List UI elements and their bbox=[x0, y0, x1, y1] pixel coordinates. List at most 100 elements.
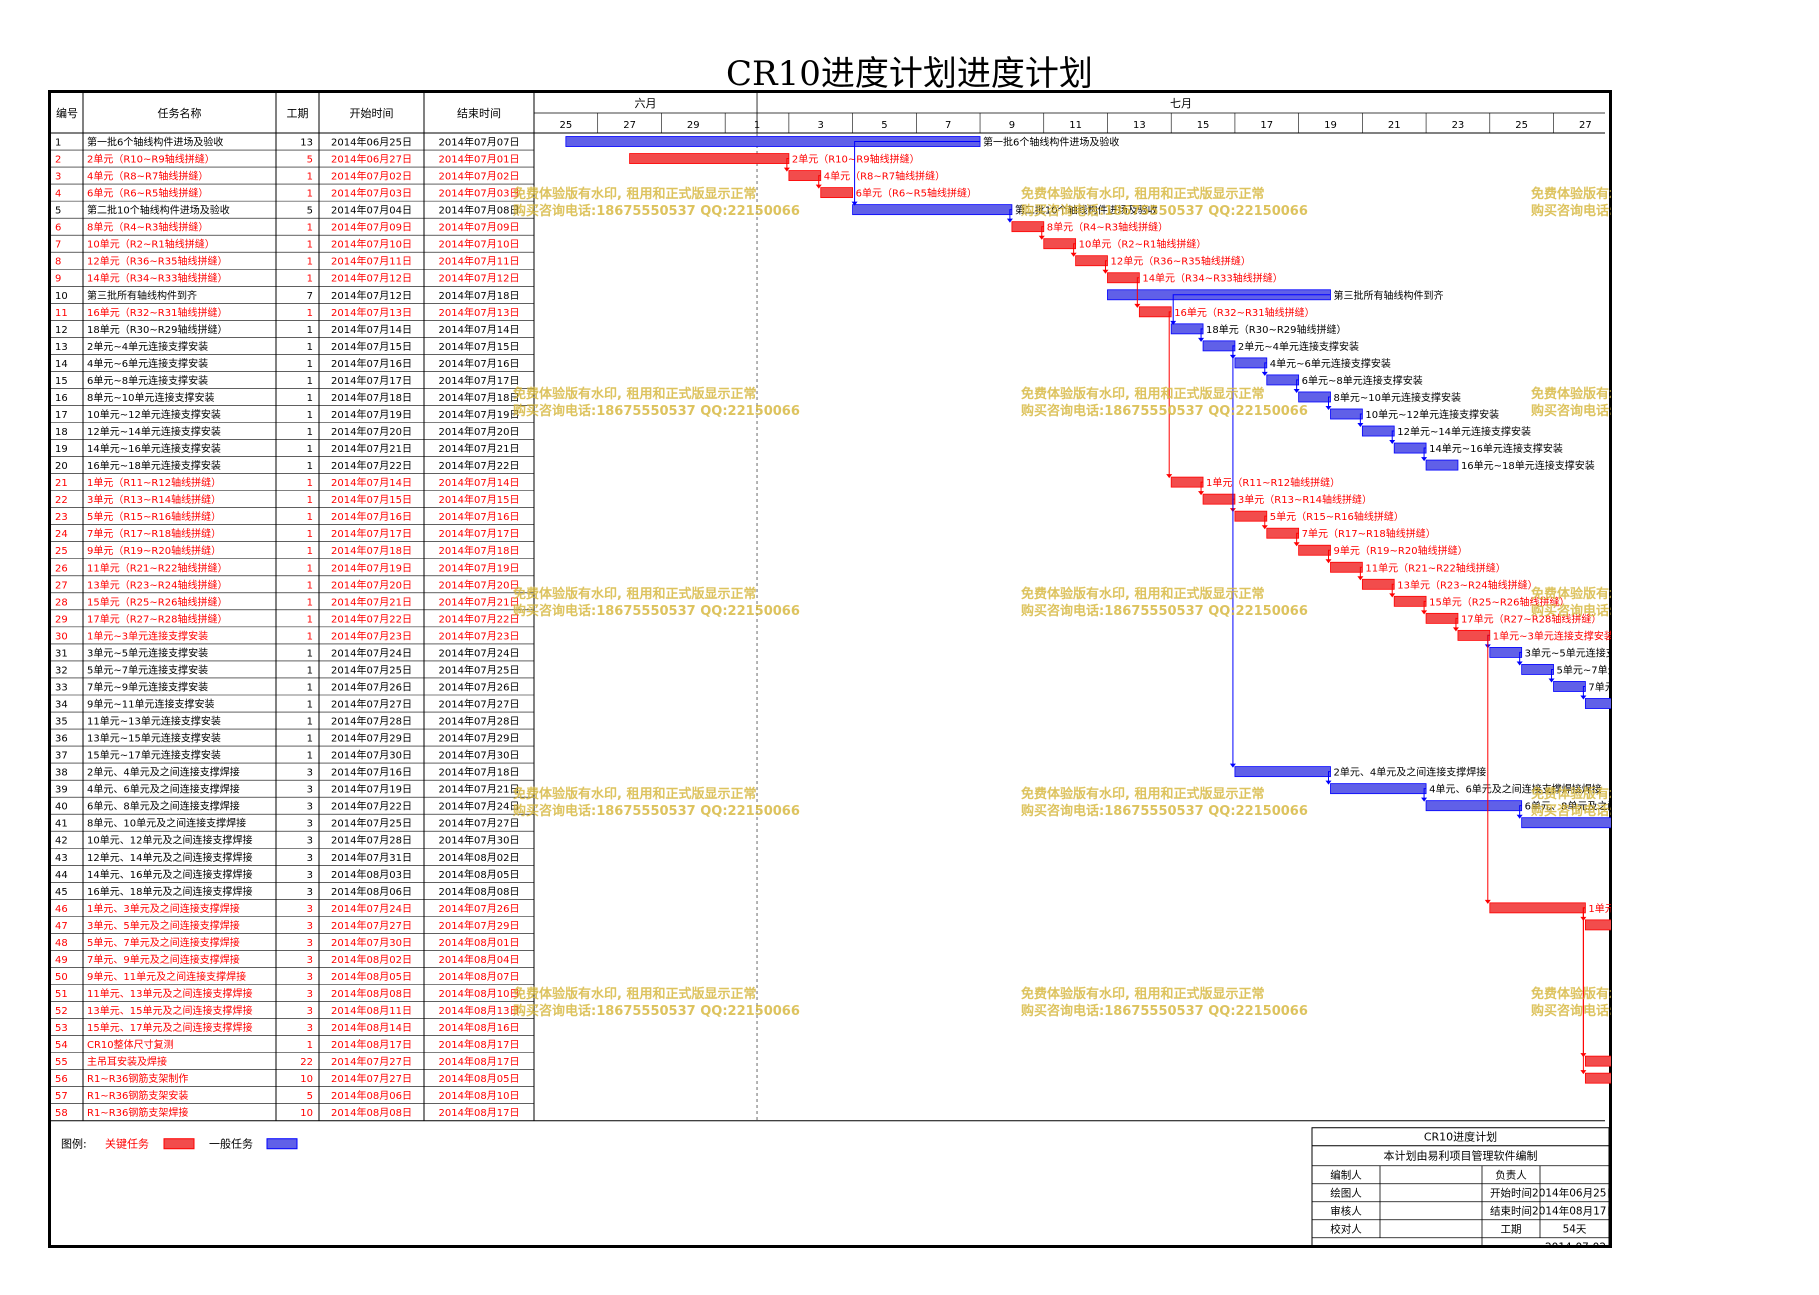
table-cell-end: 2014年07月21日 bbox=[439, 442, 520, 455]
gantt-bar[interactable] bbox=[1584, 919, 1611, 931]
gantt-bar[interactable] bbox=[1234, 510, 1268, 522]
gantt-bar[interactable] bbox=[1170, 476, 1204, 488]
table-cell-duration: 1 bbox=[307, 172, 313, 183]
table-cell-id: 43 bbox=[55, 853, 68, 864]
dependency-arrow bbox=[1198, 337, 1205, 342]
day-tick-label: 9 bbox=[1009, 120, 1015, 131]
gantt-bar[interactable] bbox=[1361, 425, 1395, 437]
info-box-label: 编制人 bbox=[1330, 1169, 1362, 1182]
gantt-bar[interactable] bbox=[820, 187, 853, 199]
watermark-line2: 购买咨询电话:18675550537 QQ:22150066 bbox=[513, 203, 800, 219]
day-tick-label: 13 bbox=[1133, 120, 1146, 131]
table-cell-duration: 1 bbox=[307, 614, 313, 625]
table-cell-name: 7单元、9单元及之间连接支撑焊接 bbox=[87, 953, 240, 966]
table-cell-end: 2014年07月26日 bbox=[439, 680, 520, 693]
table-cell-start: 2014年07月13日 bbox=[331, 306, 412, 319]
table-cell-id: 44 bbox=[55, 870, 68, 881]
table-cell-name: 10单元、12单元及之间连接支撑焊接 bbox=[87, 834, 252, 847]
gantt-bar[interactable] bbox=[1330, 408, 1363, 420]
gantt-bar[interactable] bbox=[1298, 544, 1331, 556]
table-cell-duration: 1 bbox=[307, 512, 313, 523]
gantt-bar[interactable] bbox=[1584, 1055, 1611, 1067]
gantt-bar[interactable] bbox=[852, 204, 1013, 216]
table-cell-start: 2014年07月02日 bbox=[331, 170, 412, 183]
watermark-line2: 购买咨询电话:18675550537 QQ:22150066 bbox=[1531, 203, 1611, 219]
gantt-bar[interactable] bbox=[1584, 698, 1611, 709]
gantt-bar[interactable] bbox=[1521, 817, 1611, 829]
gantt-bar[interactable] bbox=[1138, 306, 1172, 318]
table-cell-id: 18 bbox=[55, 427, 68, 438]
gantt-bar[interactable] bbox=[788, 170, 822, 181]
gantt-bar[interactable] bbox=[1584, 1072, 1611, 1084]
gantt-bar-label: 10单元~12单元连接支撑安装 bbox=[1365, 408, 1499, 421]
gantt-bar[interactable] bbox=[1489, 647, 1523, 658]
column-header-start: 开始时间 bbox=[350, 106, 394, 120]
table-cell-end: 2014年07月11日 bbox=[439, 255, 520, 268]
table-cell-name: 5单元、7单元及之间连接支撑焊接 bbox=[87, 936, 240, 949]
gantt-bar[interactable] bbox=[1553, 681, 1586, 692]
info-box-label: 负责人 bbox=[1495, 1169, 1527, 1182]
table-cell-name: R1~R36钢筋支架制作 bbox=[87, 1072, 188, 1085]
table-cell-duration: 1 bbox=[307, 580, 313, 591]
gantt-bar[interactable] bbox=[1107, 272, 1140, 284]
gantt-bar-label: 5单元~7单元连接支撑安装 bbox=[1557, 663, 1611, 676]
gantt-bar[interactable] bbox=[1425, 459, 1459, 471]
day-tick-label: 17 bbox=[1260, 120, 1273, 131]
gantt-bar-label: 10单元（R2~R1轴线拼缝） bbox=[1079, 238, 1207, 251]
gantt-bar[interactable] bbox=[1330, 783, 1427, 795]
gantt-bar[interactable] bbox=[1489, 902, 1586, 914]
dependency-arrow bbox=[1325, 559, 1332, 564]
gantt-bar[interactable] bbox=[1202, 493, 1236, 505]
table-cell-name: 4单元~6单元连接支撑安装 bbox=[87, 357, 208, 370]
table-cell-id: 26 bbox=[55, 563, 68, 574]
table-cell-start: 2014年07月27日 bbox=[331, 1072, 412, 1085]
gantt-bar[interactable] bbox=[1330, 561, 1363, 573]
gantt-bar-label: 7单元（R17~R18轴线拼缝） bbox=[1302, 527, 1436, 540]
gantt-bar[interactable] bbox=[1425, 612, 1459, 624]
table-cell-id: 30 bbox=[55, 631, 68, 642]
table-cell-duration: 1 bbox=[307, 495, 313, 506]
table-cell-duration: 1 bbox=[307, 665, 313, 676]
table-cell-id: 52 bbox=[55, 1006, 68, 1017]
gantt-bar[interactable] bbox=[1361, 578, 1395, 590]
legend-critical-swatch bbox=[163, 1138, 195, 1150]
table-cell-name: 14单元~16单元连接支撑安装 bbox=[87, 442, 221, 455]
gantt-bar-label: 1单元（R11~R12轴线拼缝） bbox=[1206, 476, 1340, 489]
table-cell-name: 3单元（R13~R14轴线拼缝） bbox=[87, 493, 221, 506]
table-cell-start: 2014年07月14日 bbox=[331, 323, 412, 336]
table-cell-end: 2014年07月30日 bbox=[439, 749, 520, 762]
gantt-bar[interactable] bbox=[1011, 221, 1045, 233]
gantt-bar[interactable] bbox=[629, 153, 790, 164]
gantt-bar[interactable] bbox=[1170, 323, 1204, 335]
gantt-bar[interactable] bbox=[1234, 766, 1331, 778]
gantt-bar-label: 第三批所有轴线构件到齐 bbox=[1334, 289, 1444, 302]
table-cell-end: 2014年07月18日 bbox=[439, 289, 520, 302]
gantt-bar[interactable] bbox=[1298, 391, 1331, 403]
table-cell-id: 34 bbox=[55, 699, 68, 710]
table-cell-start: 2014年07月22日 bbox=[331, 800, 412, 813]
gantt-bar[interactable] bbox=[1043, 238, 1077, 250]
gantt-bar[interactable] bbox=[1425, 800, 1523, 812]
dependency-arrow bbox=[1421, 797, 1428, 802]
table-cell-end: 2014年08月17日 bbox=[439, 1106, 520, 1119]
table-cell-name: 8单元（R4~R3轴线拼缝） bbox=[87, 221, 208, 234]
gantt-bar[interactable] bbox=[1075, 255, 1108, 267]
gantt-bar[interactable] bbox=[1234, 357, 1268, 369]
info-box-label: 工期 bbox=[1501, 1224, 1522, 1236]
gantt-bar[interactable] bbox=[1202, 340, 1236, 352]
gantt-bar[interactable] bbox=[1393, 442, 1427, 454]
table-cell-end: 2014年07月18日 bbox=[439, 766, 520, 779]
table-cell-duration: 1 bbox=[307, 274, 313, 285]
table-cell-name: R1~R36钢筋支架焊接 bbox=[87, 1106, 188, 1119]
dependency-arrow bbox=[1134, 303, 1141, 308]
table-cell-duration: 1 bbox=[307, 478, 313, 489]
gantt-bar[interactable] bbox=[1393, 595, 1427, 607]
gantt-bar[interactable] bbox=[1457, 629, 1491, 641]
table-cell-id: 50 bbox=[55, 972, 68, 983]
dependency-arrow bbox=[1484, 899, 1491, 904]
info-box-label: 结束时间 bbox=[1490, 1205, 1532, 1218]
table-cell-name: 5单元~7单元连接支撑安装 bbox=[87, 663, 208, 676]
gantt-bar[interactable] bbox=[1266, 374, 1300, 386]
gantt-bar[interactable] bbox=[1266, 527, 1300, 539]
gantt-bar[interactable] bbox=[1521, 664, 1554, 675]
